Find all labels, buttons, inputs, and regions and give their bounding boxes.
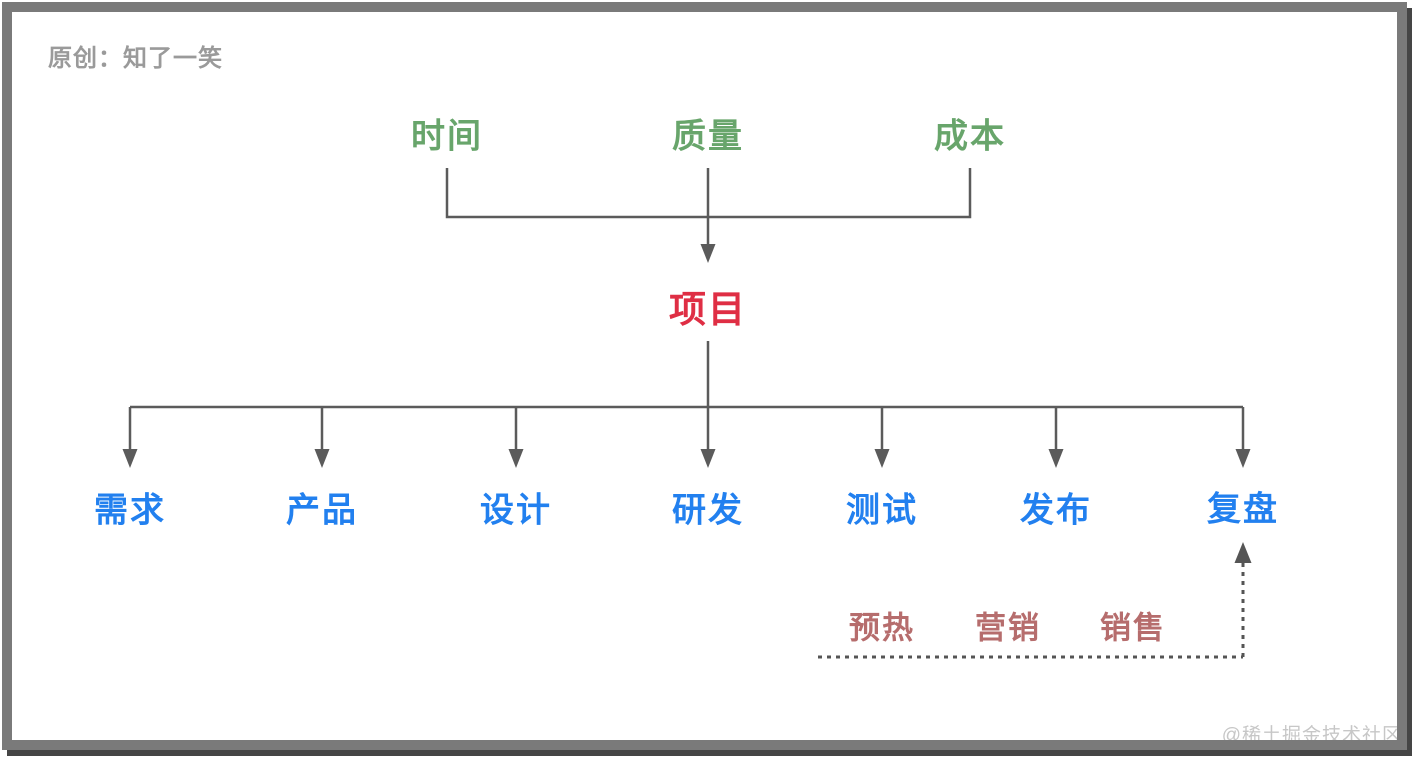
phase-label-release: 发布 <box>1020 491 1092 530</box>
arrow-down-to-project-icon <box>700 244 716 263</box>
arrow-up-icon <box>1234 542 1252 563</box>
arrow-down-icon <box>122 449 138 468</box>
arrow-down-icon <box>508 449 524 468</box>
phase-label-requirements: 需求 <box>94 491 166 530</box>
author-credit: 原创：知了一笑 <box>48 45 223 72</box>
root-label-project: 项目 <box>669 289 747 330</box>
constraint-label-cost: 成本 <box>934 117 1006 156</box>
constraint-label-time: 时间 <box>411 117 483 156</box>
arrow-down-icon <box>700 449 716 468</box>
phase-label-review: 复盘 <box>1207 490 1279 529</box>
arrow-down-icon <box>1048 449 1064 468</box>
phase-label-testing: 测试 <box>846 491 918 530</box>
phase-label-design: 设计 <box>480 491 552 530</box>
sales-label-preheat: 预热 <box>849 610 915 646</box>
phase-label-product: 产品 <box>286 491 358 530</box>
arrow-down-icon <box>1235 449 1251 468</box>
arrow-down-icon <box>314 449 330 468</box>
arrow-down-icon <box>874 449 890 468</box>
sales-label-sales: 销售 <box>1100 610 1166 646</box>
phase-branch-arrows <box>122 407 1251 468</box>
constraint-label-quality: 质量 <box>672 117 744 156</box>
sales-label-marketing: 营销 <box>975 610 1041 646</box>
phase-label-development: 研发 <box>672 491 744 530</box>
sales-feedback-dotted-path <box>818 542 1252 659</box>
